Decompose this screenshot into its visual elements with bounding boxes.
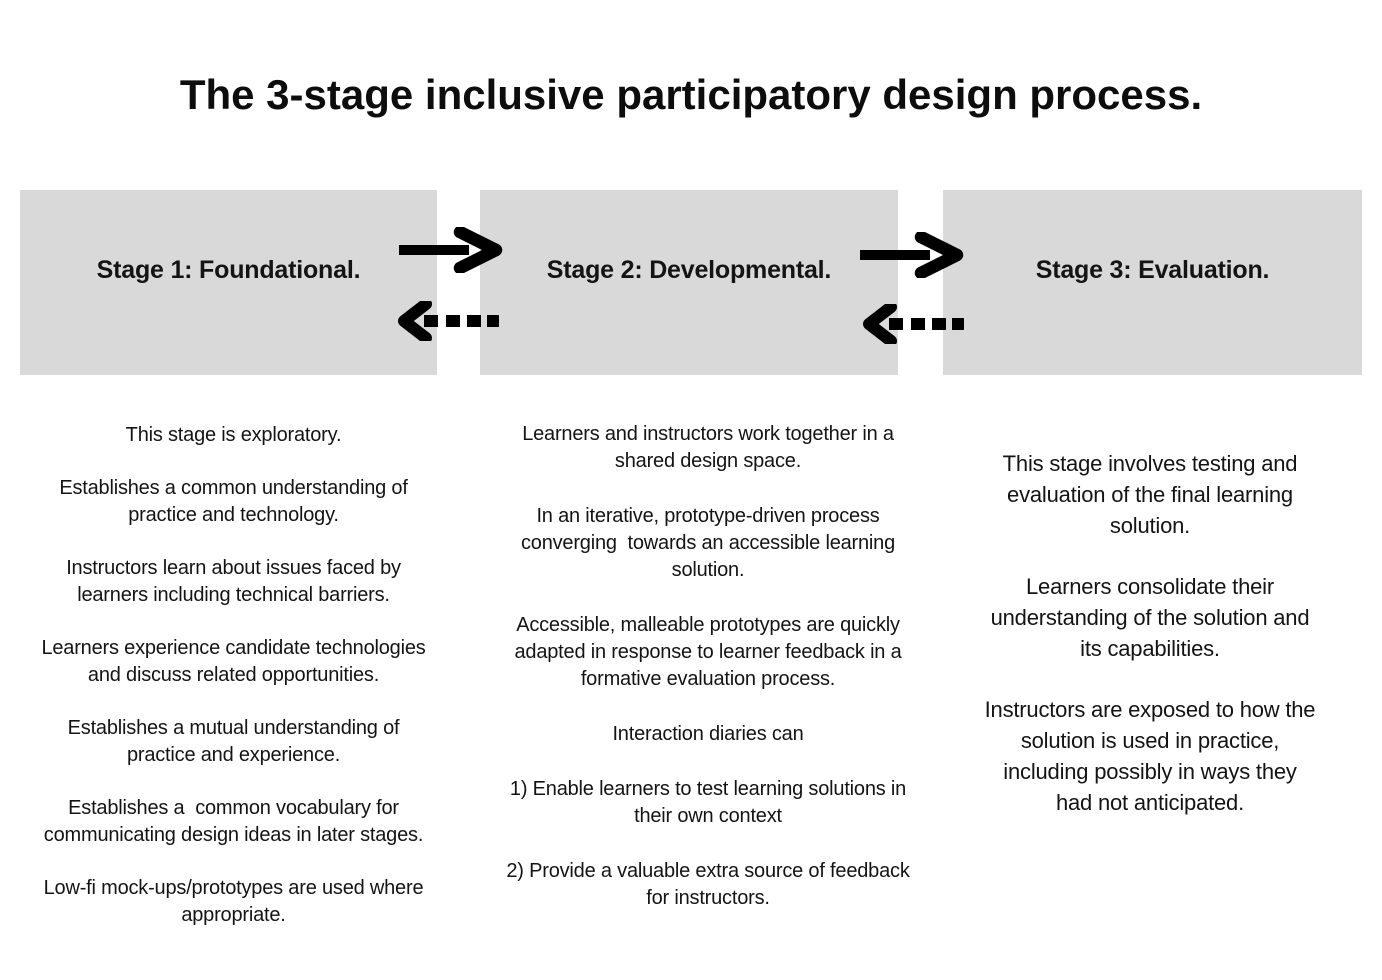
stage-2-note: Learners and instructors work together i… <box>522 423 894 472</box>
stage-2-notes: Learners and instructors work together i… <box>473 421 943 940</box>
stage-1-note: Low-fi mock-ups/prototypes are used wher… <box>43 877 424 926</box>
stage-3-note: Instructors are exposed to how the solut… <box>984 697 1316 815</box>
stage-1-notes: This stage is exploratory. Establishes a… <box>10 422 457 955</box>
stage-1-label: Stage 1: Foundational. <box>96 255 361 284</box>
stage-1-note: Establishes a common understanding of pr… <box>59 477 408 526</box>
stage-2-note: Interaction diaries can <box>612 723 804 745</box>
stage-2-box: Stage 2: Developmental. <box>480 190 898 375</box>
stage-2-note: In an iterative, prototype-driven proces… <box>520 505 896 581</box>
stage-2-note: Accessible, malleable prototypes are qui… <box>514 614 902 690</box>
arrow-left-dashed-icon <box>862 301 964 347</box>
arrow-right-icon <box>397 225 503 275</box>
stage-3-box: Stage 3: Evaluation. <box>943 190 1362 375</box>
stage-1-note: This stage is exploratory. <box>125 424 342 446</box>
stage-1-note: Establishes a common vocabulary for comm… <box>43 797 424 846</box>
stage-2-label: Stage 2: Developmental. <box>546 255 832 284</box>
stage-2-note: 2) Provide a valuable extra source of fe… <box>506 860 910 909</box>
stage-3-note: Learners consolidate their understanding… <box>990 574 1310 661</box>
arrow-right-icon <box>858 230 964 280</box>
stage-1-note: Instructors learn about issues faced by … <box>66 557 401 606</box>
stage-1-box: Stage 1: Foundational. <box>20 190 437 375</box>
stage-3-note: This stage involves testing and evaluati… <box>1002 451 1298 538</box>
stage-3-label: Stage 3: Evaluation. <box>1035 255 1270 284</box>
stage-1-note: Learners experience candidate technologi… <box>41 637 426 686</box>
page-title: The 3-stage inclusive participatory desi… <box>179 71 1203 118</box>
stage-2-note: 1) Enable learners to test learning solu… <box>509 778 907 827</box>
stage-3-notes: This stage involves testing and evaluati… <box>938 448 1362 848</box>
arrow-left-dashed-icon <box>397 298 499 344</box>
stage-1-note: Establishes a mutual understanding of pr… <box>67 717 400 766</box>
